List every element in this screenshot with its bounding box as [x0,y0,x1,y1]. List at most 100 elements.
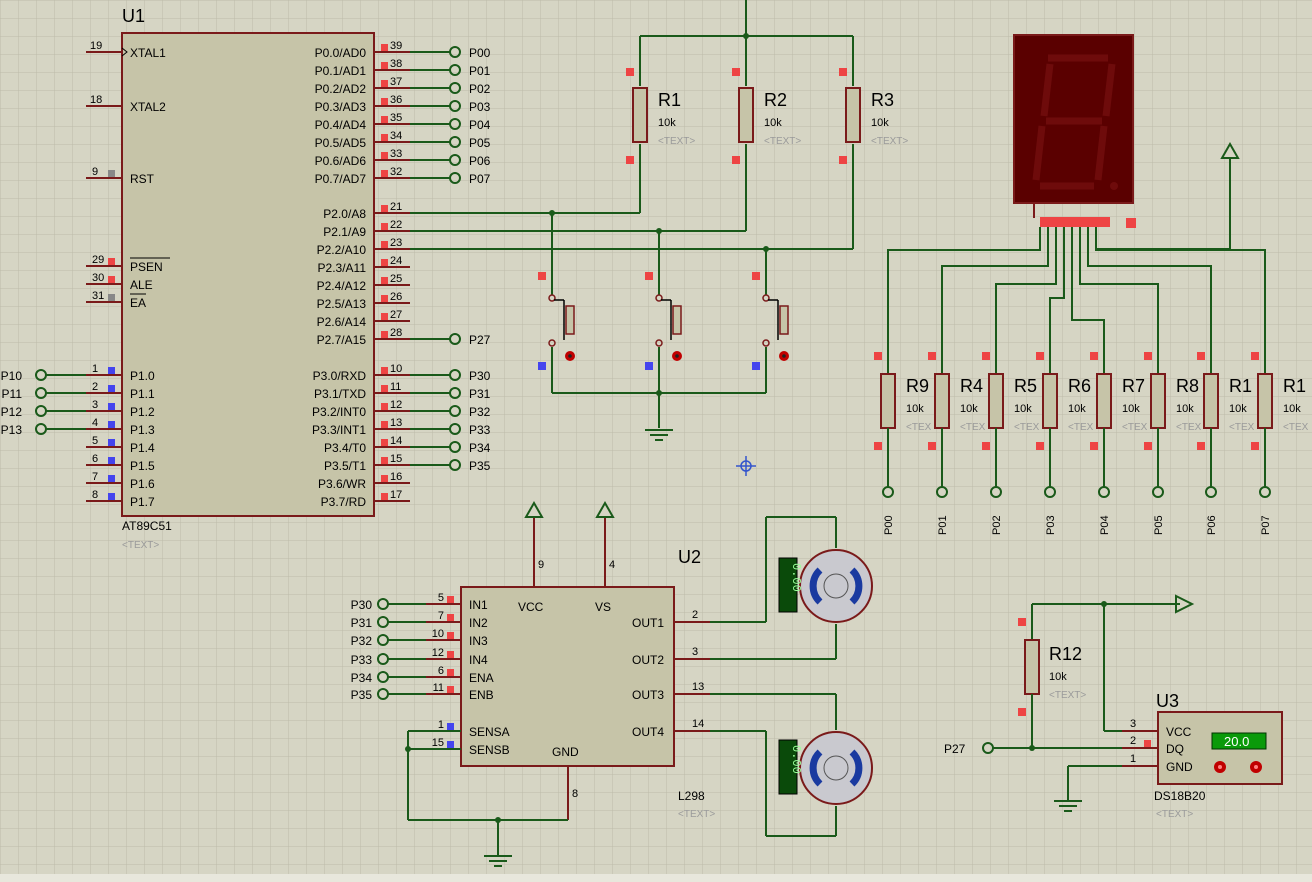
terminal-p03[interactable]: P03 [410,100,491,114]
u3-increase-button[interactable] [1250,761,1262,773]
terminal-p11[interactable]: P11 [2,387,86,401]
u2-pin-vcc[interactable]: 9 [524,500,544,587]
terminal-p07[interactable]: P07 [410,172,491,186]
terminal-p33[interactable]: P33 [410,423,491,437]
terminal-p31[interactable]: P31 [410,387,491,401]
resistor-ref: R2 [764,90,787,110]
p27-terminal[interactable]: P27 [410,333,491,347]
terminal-p10[interactable]: P10 [1,369,86,383]
terminal-p13[interactable]: P13 [1,423,86,437]
u2-pin-vs[interactable]: 4 [595,500,615,587]
terminal-p02[interactable]: P02 [410,82,491,96]
terminal-p04[interactable]: P04 [410,118,491,132]
terminal-p30[interactable]: P30 [410,369,491,383]
u3-pin-dq[interactable]: 2DQ [1122,735,1184,756]
u1-body[interactable] [121,32,375,517]
pushbutton-1[interactable] [538,272,575,370]
r12-pullup[interactable]: R12 10k <TEXT> [1018,594,1195,748]
motor-2[interactable]: 0.00 [710,693,873,837]
pushbutton-3[interactable] [752,272,789,370]
terminal-p32[interactable]: P32 [410,405,491,419]
terminal-p05[interactable]: P05 [410,136,491,150]
p27-dq-terminal[interactable]: P27 [944,742,1140,756]
motor-1[interactable]: 0.00 [710,516,873,660]
u2-pin-label: OUT1 [632,616,664,630]
terminal-p01[interactable]: P01 [410,64,491,78]
terminal-p34[interactable]: P34 [410,441,491,455]
pushbutton-2[interactable] [645,272,682,370]
terminal-p35[interactable]: P35 [410,459,491,473]
terminal-p00[interactable]: P00 [410,46,491,60]
u3-decrease-button[interactable] [1214,761,1226,773]
seven-segment-display[interactable] [1013,34,1136,228]
terminal-p12[interactable]: P12 [1,405,86,419]
terminal-p06[interactable]: P06 [410,154,491,168]
